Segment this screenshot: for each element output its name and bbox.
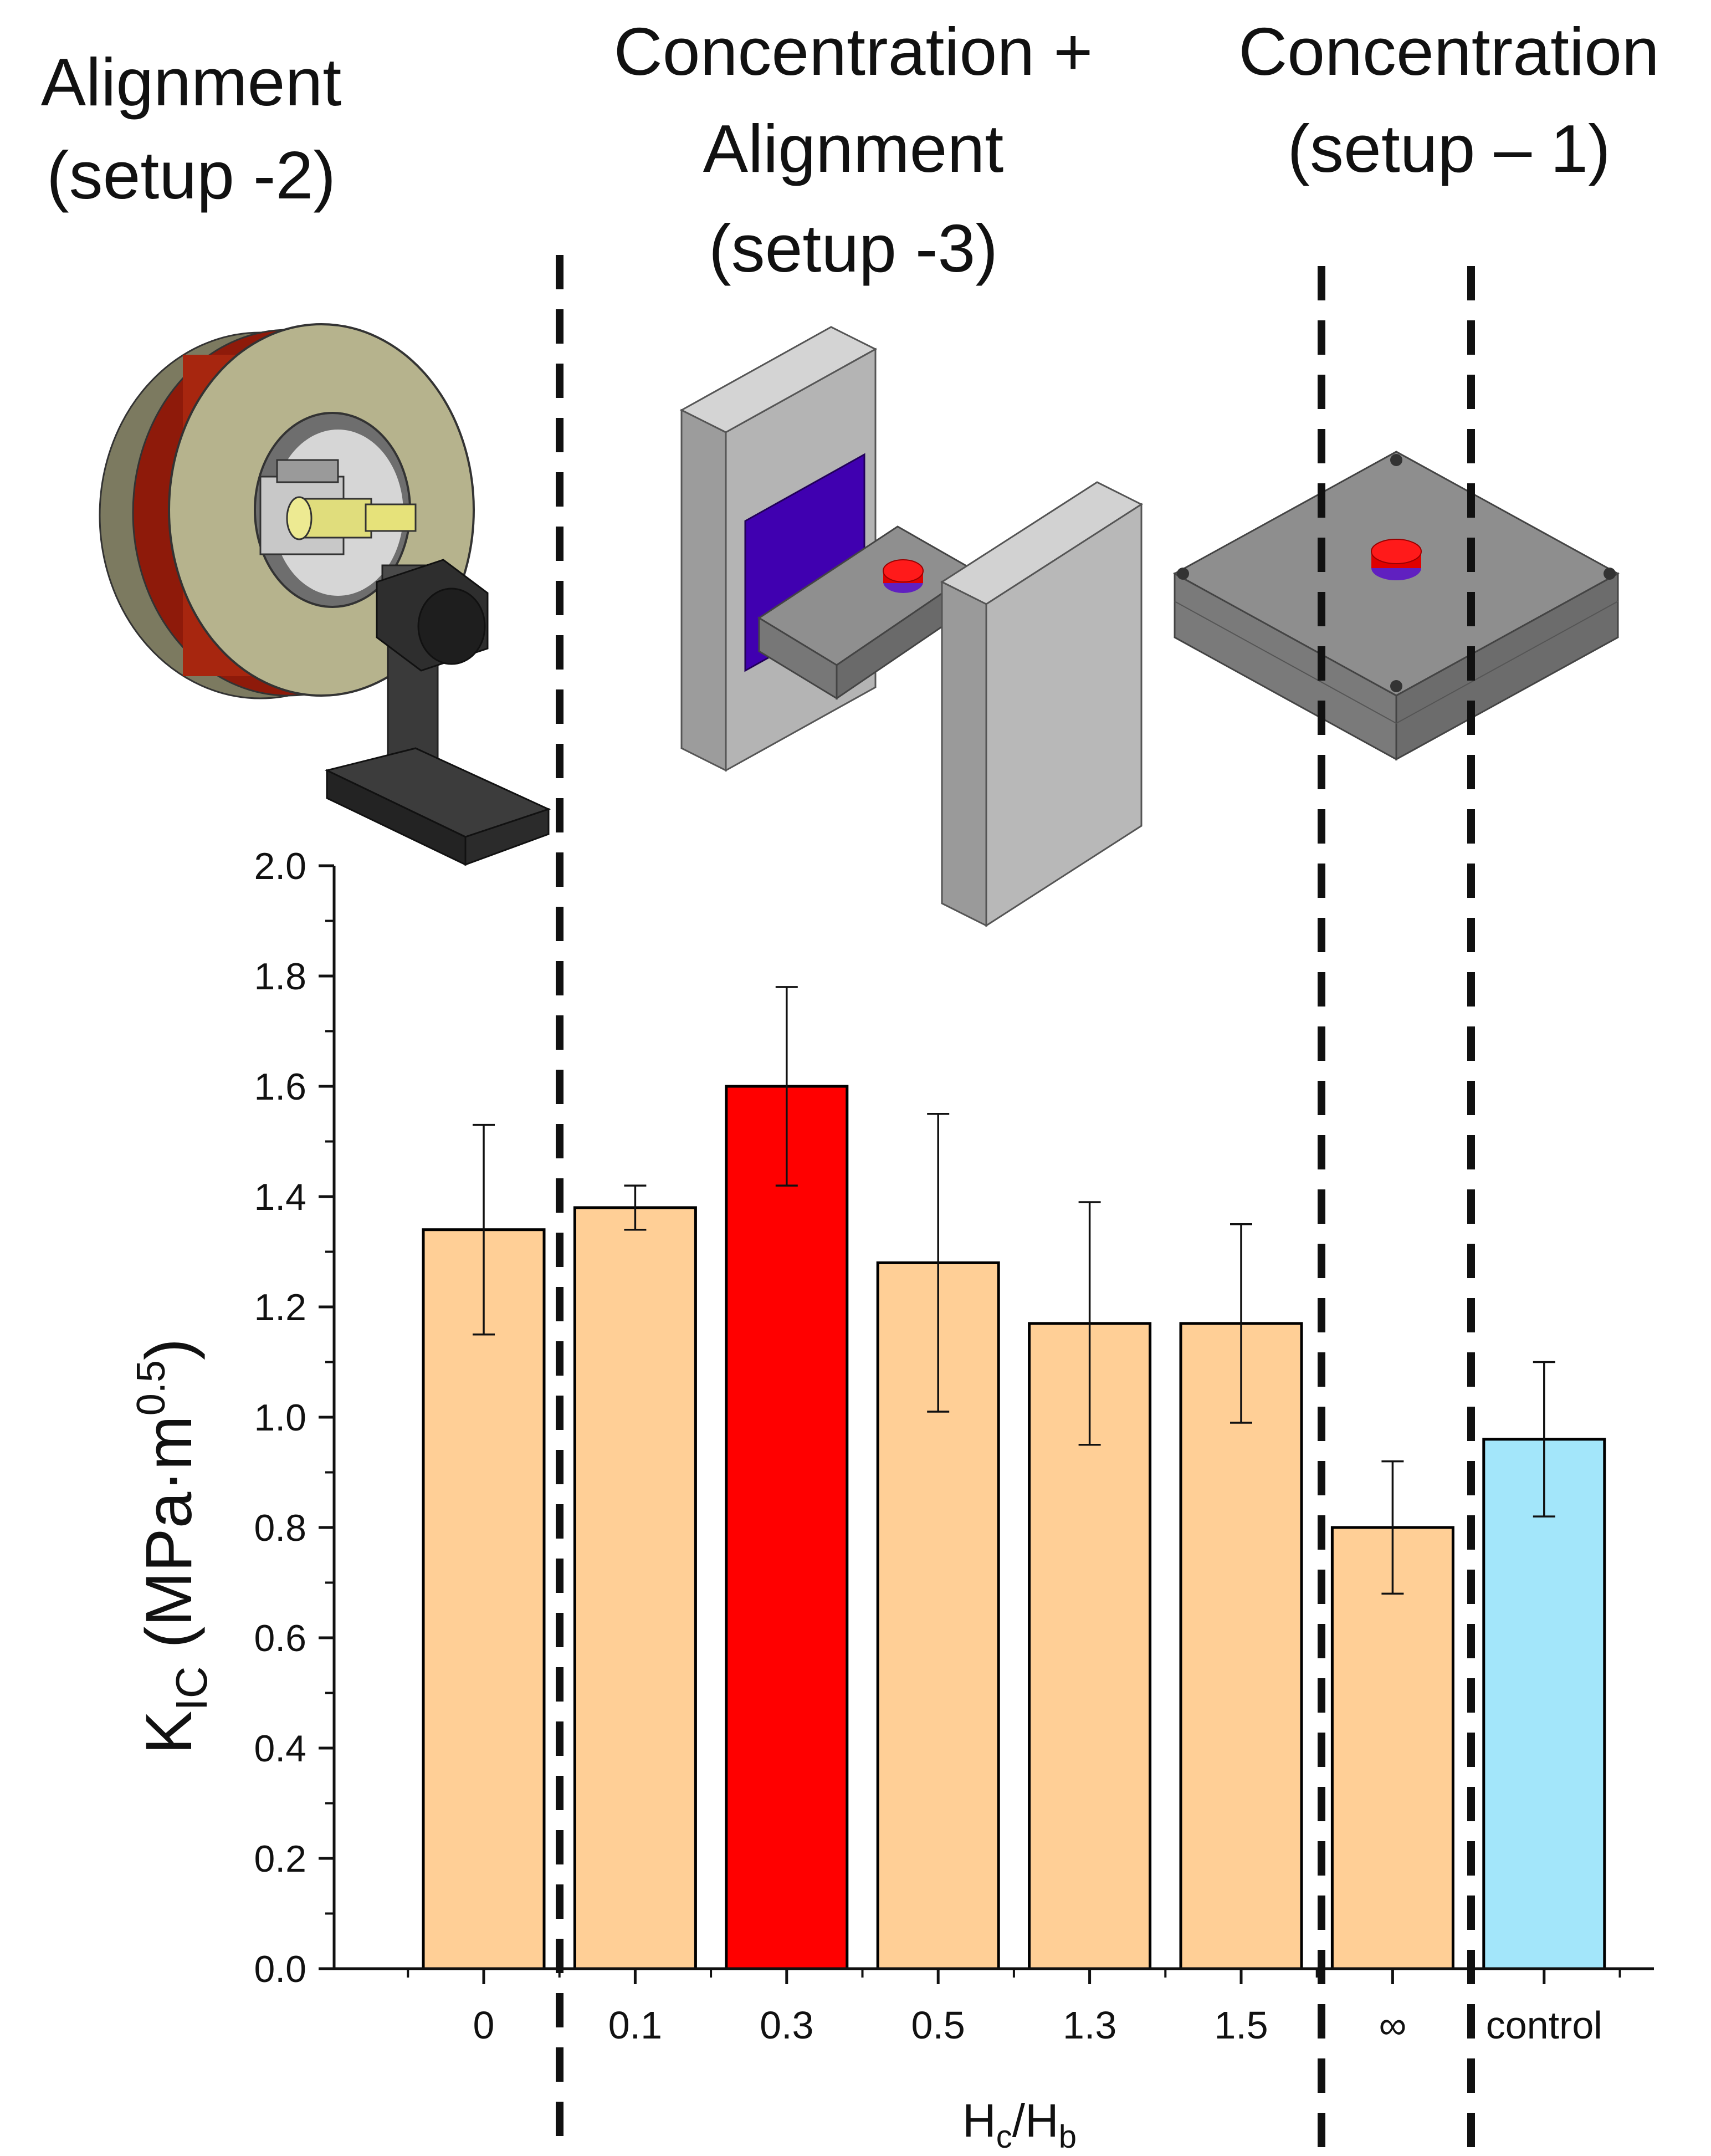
error-bar-7 <box>1533 1361 1555 1518</box>
error-bar-3 <box>927 1113 950 1413</box>
group-separators <box>556 255 1475 2156</box>
error-bar-5 <box>1230 1223 1252 1424</box>
bar-0 <box>422 1228 546 1970</box>
y-tick-label-1: 0.2 <box>254 1838 306 1880</box>
x-tick-label-1: 0.1 <box>608 2004 662 2047</box>
bar-chart: 0.0 0.2 0.4 0.6 0.8 1.0 1.2 1.4 1.6 1.8 2.0 0 0.1 0.… <box>129 845 1654 2155</box>
combined-label-line3: (setup -3) <box>709 211 998 286</box>
x-tick-label-6: ∞ <box>1379 2004 1406 2047</box>
y-tick-label-6: 1.2 <box>254 1286 306 1329</box>
x-tick-label-5: 1.5 <box>1214 2004 1268 2047</box>
y-tick-label-4: 0.8 <box>254 1507 306 1549</box>
error-bar-series <box>473 986 1555 1595</box>
concentration-label-line1: Concentration <box>1238 14 1659 89</box>
y-tick-label-10: 2.0 <box>254 845 306 887</box>
x-axis-title: Hc/Hb <box>962 2094 1077 2155</box>
concentration-label-line2: (setup – 1) <box>1287 111 1610 186</box>
y-tick-label-7: 1.4 <box>254 1176 306 1218</box>
alignment-label-line2: (setup -2) <box>47 137 336 213</box>
x-tick-label-7: control <box>1486 2004 1602 2047</box>
error-bar-0 <box>473 1123 495 1336</box>
alignment-label-line1: Alignment <box>41 44 342 120</box>
single-plate-mold-icon <box>1172 451 1620 761</box>
x-tick-label-3: 0.5 <box>911 2004 965 2047</box>
bar-1 <box>573 1206 697 1970</box>
y-tick-label-5: 1.0 <box>254 1397 306 1439</box>
section-labels: Alignment (setup -2) Concentration + Ali… <box>41 14 1659 286</box>
bar-6 <box>1330 1526 1454 1970</box>
y-axis-title: KIC (MPa·m0.5) <box>129 1338 216 1754</box>
y-tick-label-0: 0.0 <box>254 1948 306 1990</box>
combined-label-line2: Alignment <box>703 111 1004 186</box>
bar-2 <box>725 1085 849 1970</box>
combined-label-line1: Concentration + <box>614 14 1093 89</box>
y-axis: 0.0 0.2 0.4 0.6 0.8 1.0 1.2 1.4 1.6 1.8 2.0 <box>254 845 336 1990</box>
error-bar-2 <box>775 986 798 1187</box>
x-tick-label-0: 0 <box>473 2004 495 2047</box>
error-bar-4 <box>1078 1201 1101 1446</box>
y-tick-label-9: 1.8 <box>254 956 306 998</box>
y-tick-label-3: 0.6 <box>254 1617 306 1659</box>
twin-plate-magnet-mold-icon <box>679 326 1144 927</box>
coil-magnet-aligner-icon <box>99 323 551 866</box>
x-axis: 0 0.1 0.3 0.5 1.3 1.5 ∞ control <box>334 1967 1654 2047</box>
x-tick-label-2: 0.3 <box>760 2004 813 2047</box>
x-tick-label-4: 1.3 <box>1063 2004 1116 2047</box>
y-tick-label-8: 1.6 <box>254 1066 306 1108</box>
bar-7 <box>1482 1438 1606 1970</box>
error-bar-6 <box>1381 1460 1404 1595</box>
error-bar-1 <box>624 1184 647 1231</box>
bar-5 <box>1179 1322 1303 1970</box>
bar-series <box>422 1085 1606 1970</box>
y-tick-label-2: 0.4 <box>254 1728 306 1770</box>
